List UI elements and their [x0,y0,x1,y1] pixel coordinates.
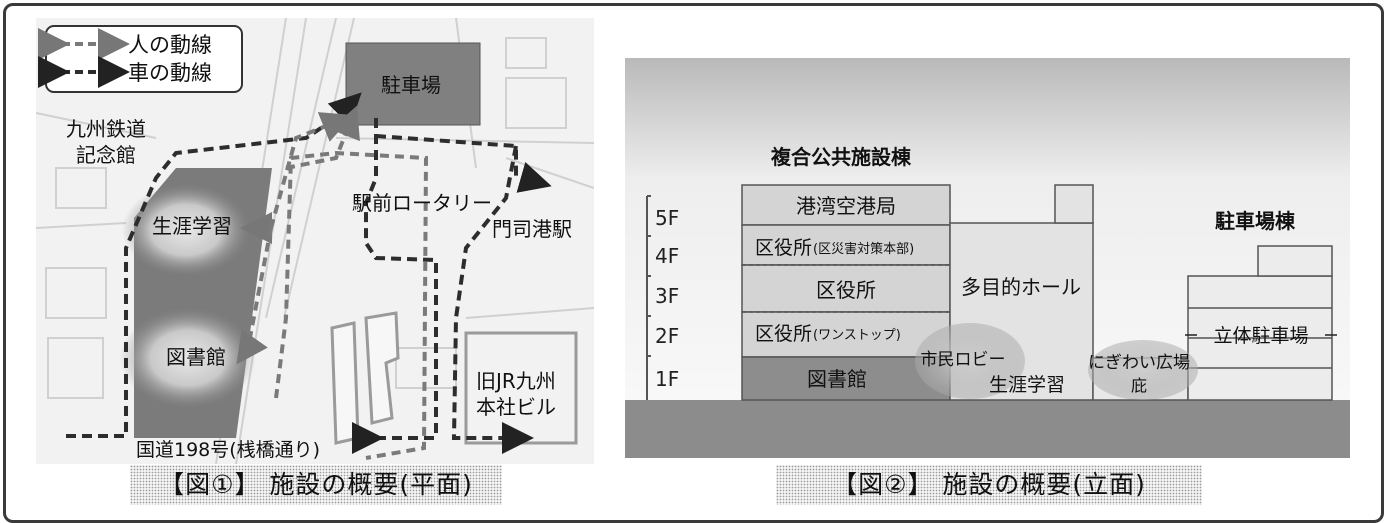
station-rotary-label: 駅前ロータリー [352,191,492,215]
plan-map-svg: 人の動線 車の動線 駐車場 九州鉄道 記念館 生涯学習 図書館 駅前ロータリー … [36,18,594,464]
figure2-caption: 【図②】 施設の概要(立面) [776,465,1202,505]
plan-view-map: 人の動線 車の動線 駐車場 九州鉄道 記念館 生涯学習 図書館 駅前ロータリー … [36,18,594,464]
figure1-caption: 【図①】 施設の概要(平面) [130,465,502,505]
ward-disaster-sub-label: (区災害対策本部) [813,241,914,257]
elevation-view: 5F 4F 3F 2F 1F 複合公共施設棟 駐車場 [625,58,1350,458]
parking-building-title: 駐車場棟 [1215,209,1296,233]
lifelong-learning-label-elevation: 生涯学習 [989,374,1065,396]
people-flow-lines [236,105,429,460]
plaza-label-line1: にぎわい広場 [1088,353,1190,373]
parking-label: 駐車場 [381,73,441,97]
hall-label: 多目的ホール [961,275,1081,299]
legend-people-label: 人の動線 [128,33,212,57]
railway-memorial-label-line1: 九州鉄道 [66,117,146,141]
railway-memorial-label-line2: 記念館 [76,143,136,167]
floor-3f-label: 3F [655,284,679,308]
floor-2f-label: 2F [655,324,679,348]
floor-scale [646,195,651,400]
parking-building [345,42,481,126]
port-office-label: 港湾空港局 [796,194,896,218]
library-label: 図書館 [166,345,226,369]
room-port-office [741,184,951,226]
lifelong-learning-label: 生涯学習 [152,214,232,238]
ward-onestop-main-label: 区役所 [755,323,812,345]
multilevel-parking-label: 立体駐車場 [1213,325,1308,347]
ward-disaster-main-label: 区役所 [755,237,812,259]
jr-building-label-line1: 旧JR九州 [476,369,556,393]
lifelong-learning-area [122,184,250,276]
citizen-lobby-label: 市民ロビー [921,350,1006,370]
floor-1f-label: 1F [655,367,679,391]
floor-4f-label: 4F [655,244,679,268]
legend-car-label: 車の動線 [128,61,212,85]
plaza-label-line2: 庇 [1131,376,1147,395]
mojiko-station-label: 門司港駅 [492,217,572,241]
floor-5f-label: 5F [655,206,679,230]
jr-building-label-line2: 本社ビル [476,395,556,419]
parking-rooftop-structure [1257,245,1333,277]
hall-roof-structure [1054,184,1094,224]
route-198-label: 国道198号(桟橋通り) [136,439,320,461]
citizen-lobby-area [915,323,1025,399]
complex-building-title: 複合公共施設棟 [771,145,912,169]
ground [625,400,1350,458]
plaza-area [1088,340,1198,400]
ward-onestop-sub-label: (ワンストップ) [813,328,901,343]
library-area [120,308,256,408]
library-label-elevation: 図書館 [807,367,867,391]
ward-office-label: 区役所 [816,278,876,302]
parking-floor-lines [1188,307,1332,369]
elevation-svg: 5F 4F 3F 2F 1F 複合公共施設棟 駐車場 [625,58,1350,458]
